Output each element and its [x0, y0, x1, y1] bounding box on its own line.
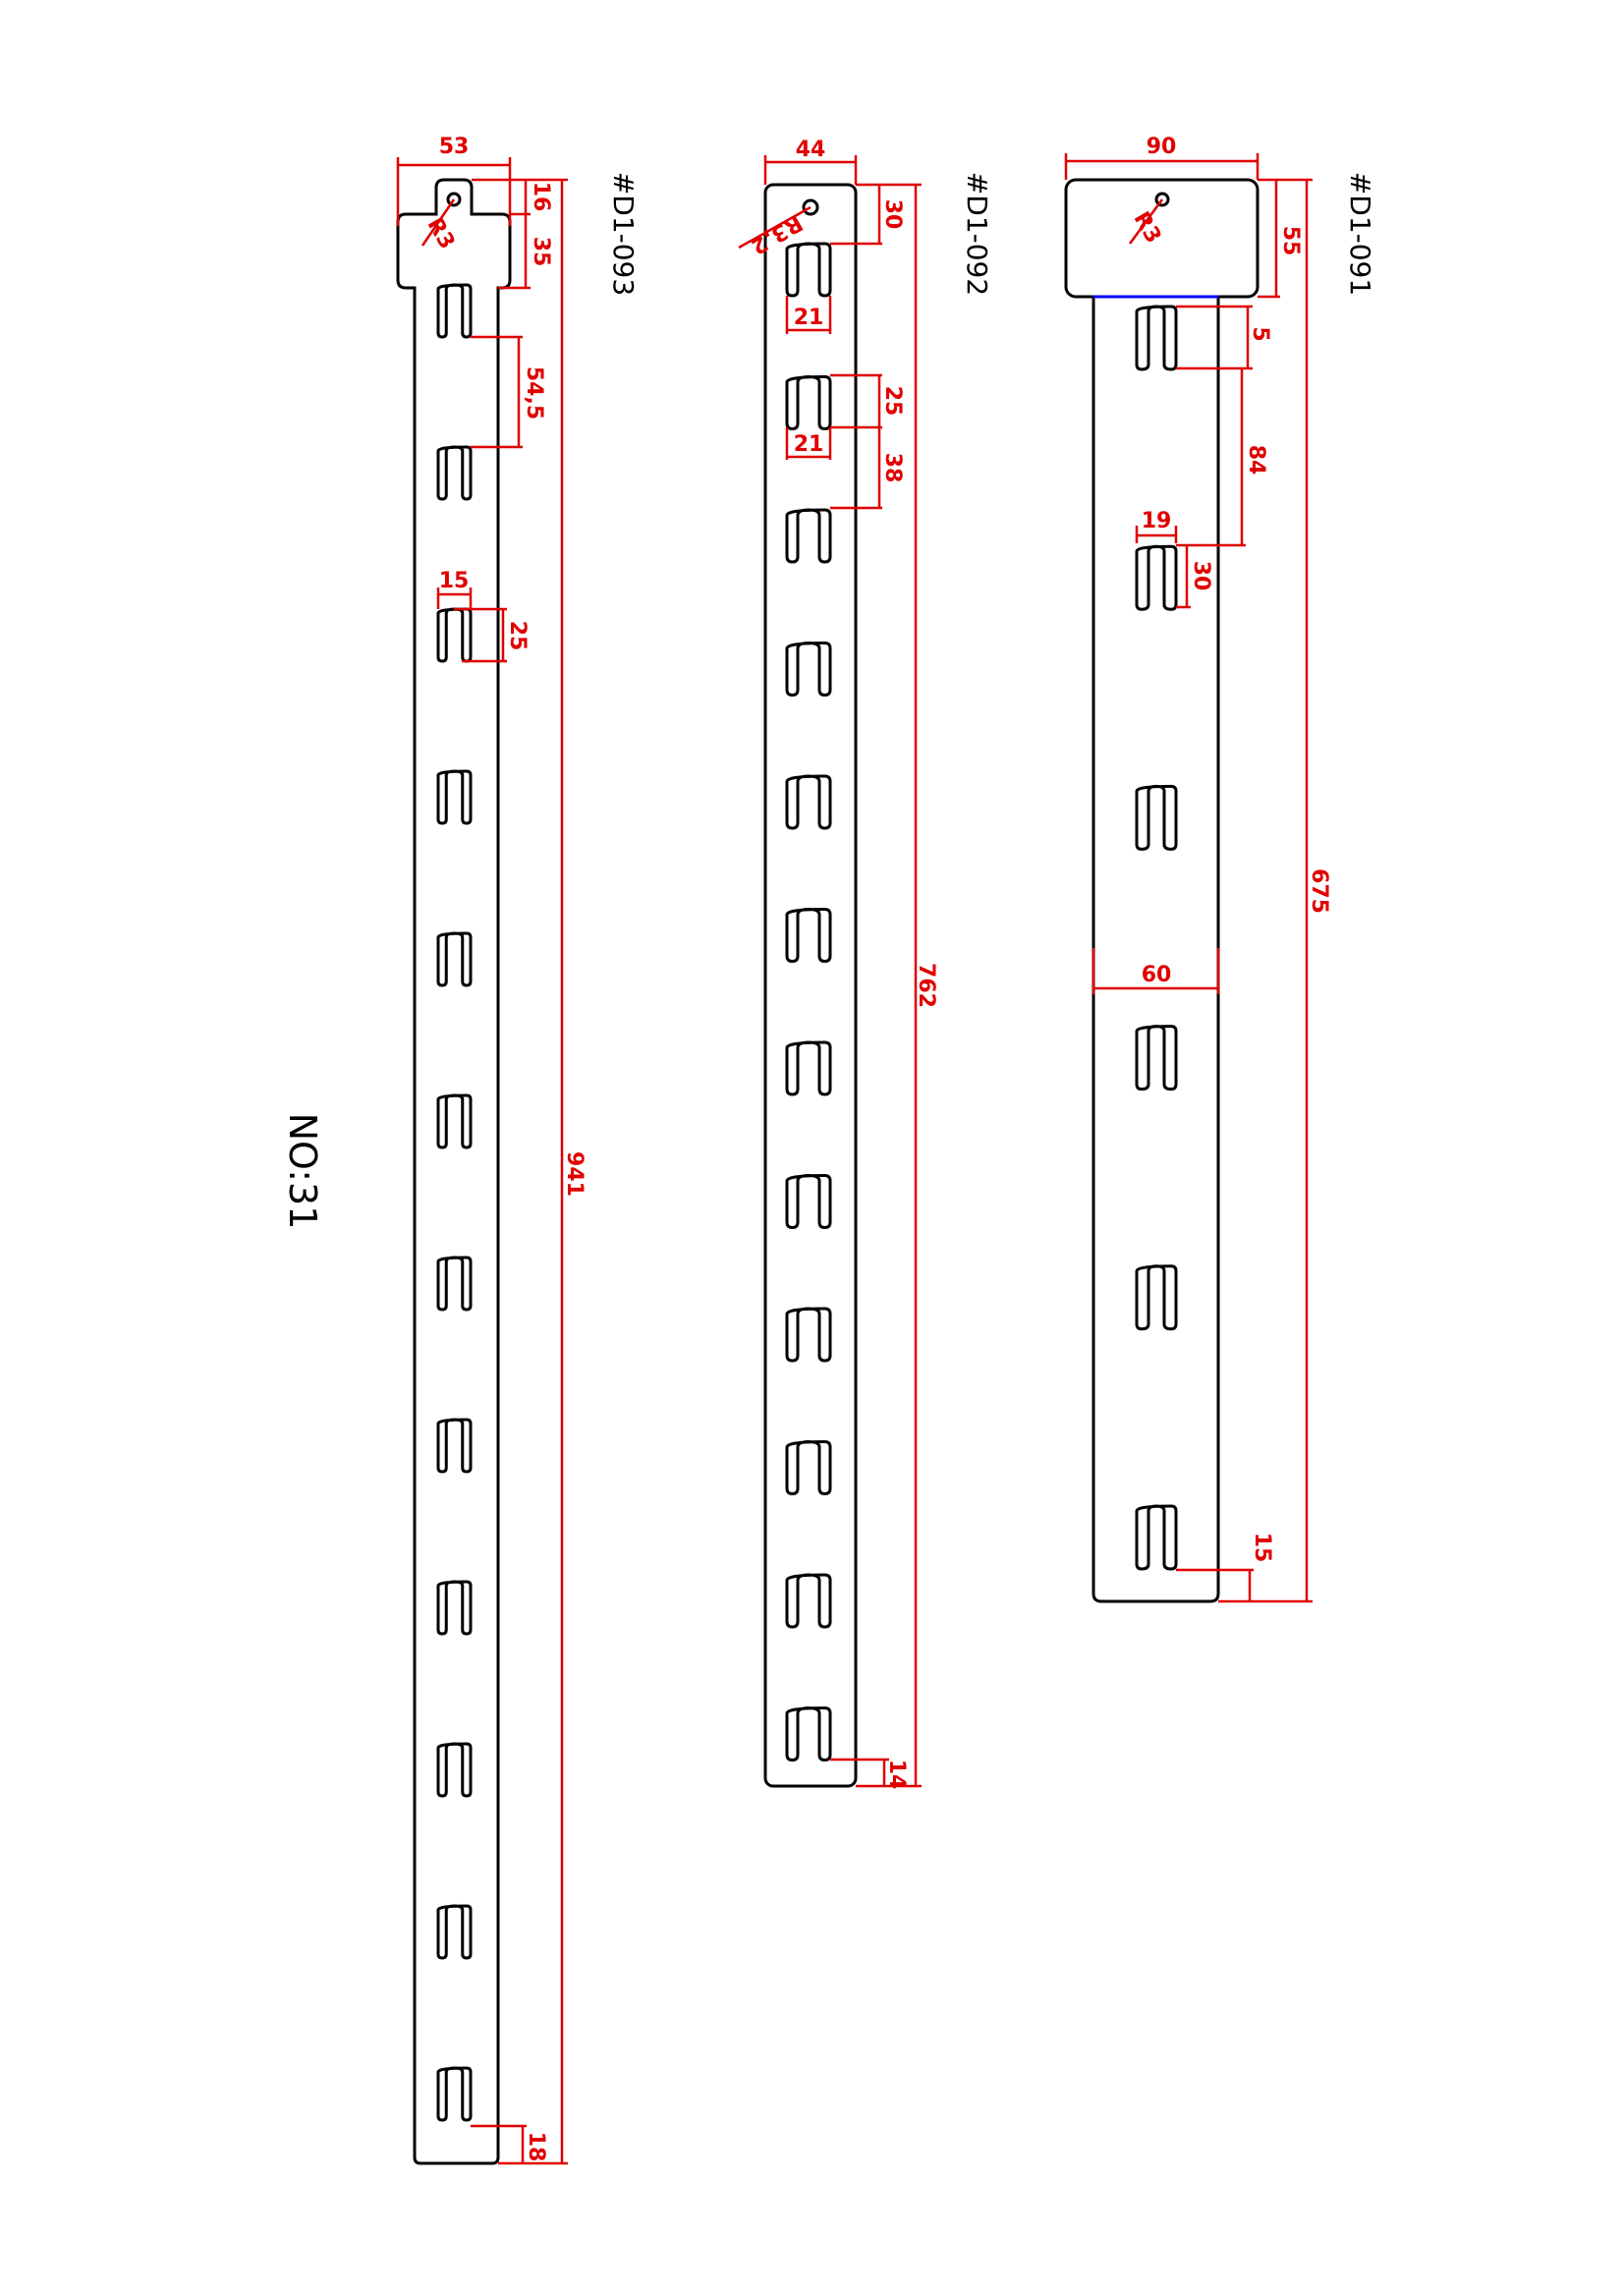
hook-slot: [436, 1742, 473, 1798]
hook-slot: [436, 445, 473, 501]
hook-slot: [436, 283, 473, 339]
hanging-hole: [802, 198, 819, 216]
dimension-label: 5: [1248, 326, 1272, 341]
dimension-label: 25: [505, 621, 530, 651]
part-label: #D1-091: [1344, 172, 1376, 296]
hook-slot: [436, 1418, 473, 1474]
strip-outline: [763, 183, 858, 1788]
radius-leader: [420, 198, 456, 247]
strip-outline: [396, 178, 512, 2165]
dimension-label: 25: [880, 386, 905, 417]
hook-slot: [785, 1573, 832, 1629]
hook-slot: [1135, 1504, 1178, 1571]
hook-slot: [785, 508, 832, 564]
hook-slot: [785, 1040, 832, 1096]
hook-slot: [436, 1580, 473, 1636]
part-d1-093: 53 16 35 54,5 15 25 941 18 R3 #D1-093: [396, 135, 640, 2165]
hook-slot: [436, 1904, 473, 1960]
hook-slot: [1135, 784, 1178, 851]
dimension-label: 35: [529, 237, 553, 267]
dimension-label: 30: [1189, 561, 1213, 591]
hook-slot: [436, 931, 473, 987]
hanging-hole: [446, 192, 462, 207]
dimension-label: 54,5: [522, 366, 546, 420]
dimension-label: R3: [1129, 208, 1166, 248]
dimension-label: 21: [794, 432, 824, 457]
dimension-label: 762: [914, 963, 938, 1008]
header-card-outline: [1064, 178, 1260, 299]
hook-slot: [436, 1093, 473, 1149]
dimension-label: 30: [880, 199, 905, 230]
dimension-label: 18: [524, 2132, 548, 2162]
strip-outline: [1092, 297, 1220, 1603]
hook-slot: [785, 907, 832, 964]
hook-slot: [436, 1256, 473, 1312]
part-label: #D1-093: [607, 172, 640, 296]
hook-slot: [1135, 544, 1178, 611]
hook-slot: [785, 374, 832, 431]
dimension-label: R3: [422, 214, 460, 253]
dimension-label: 60: [1142, 963, 1172, 987]
hook-slot: [1135, 1025, 1178, 1091]
hook-slot: [436, 769, 473, 825]
dimension-label: 90: [1147, 135, 1177, 159]
sheet-number: NO:31: [281, 1113, 324, 1230]
hook-slot: [785, 1706, 832, 1762]
dimension-label: 84: [1244, 445, 1268, 476]
hook-slot: [785, 774, 832, 830]
dimension-label: 21: [794, 306, 824, 330]
hook-slot: [785, 1439, 832, 1496]
dimension-label: 55: [1278, 226, 1303, 256]
dimension-label: 15: [439, 569, 470, 593]
dimension-label: 19: [1142, 509, 1172, 533]
hook-slot: [785, 242, 832, 298]
dimension-label: 675: [1307, 868, 1331, 914]
dimension-label: 53: [439, 135, 470, 159]
dimension-label: 15: [1250, 1533, 1274, 1563]
hook-slot: [1135, 305, 1178, 371]
dimension-label: 16: [529, 182, 553, 212]
dimension-label: 14: [884, 1760, 909, 1790]
hook-slot: [785, 641, 832, 698]
hook-slot: [436, 607, 473, 663]
hanging-hole: [1154, 192, 1170, 207]
hook-slot: [785, 1307, 832, 1363]
hook-slot: [785, 1173, 832, 1230]
radius-leader: [738, 205, 812, 250]
hook-slot: [1135, 1264, 1178, 1331]
dimension-label: 38: [880, 453, 905, 483]
part-label: #D1-092: [961, 172, 993, 296]
dimension-label: 941: [562, 1151, 587, 1197]
hook-slot: [436, 2066, 473, 2122]
dimension-label: 44: [796, 138, 826, 162]
radius-leader: [1128, 198, 1164, 245]
